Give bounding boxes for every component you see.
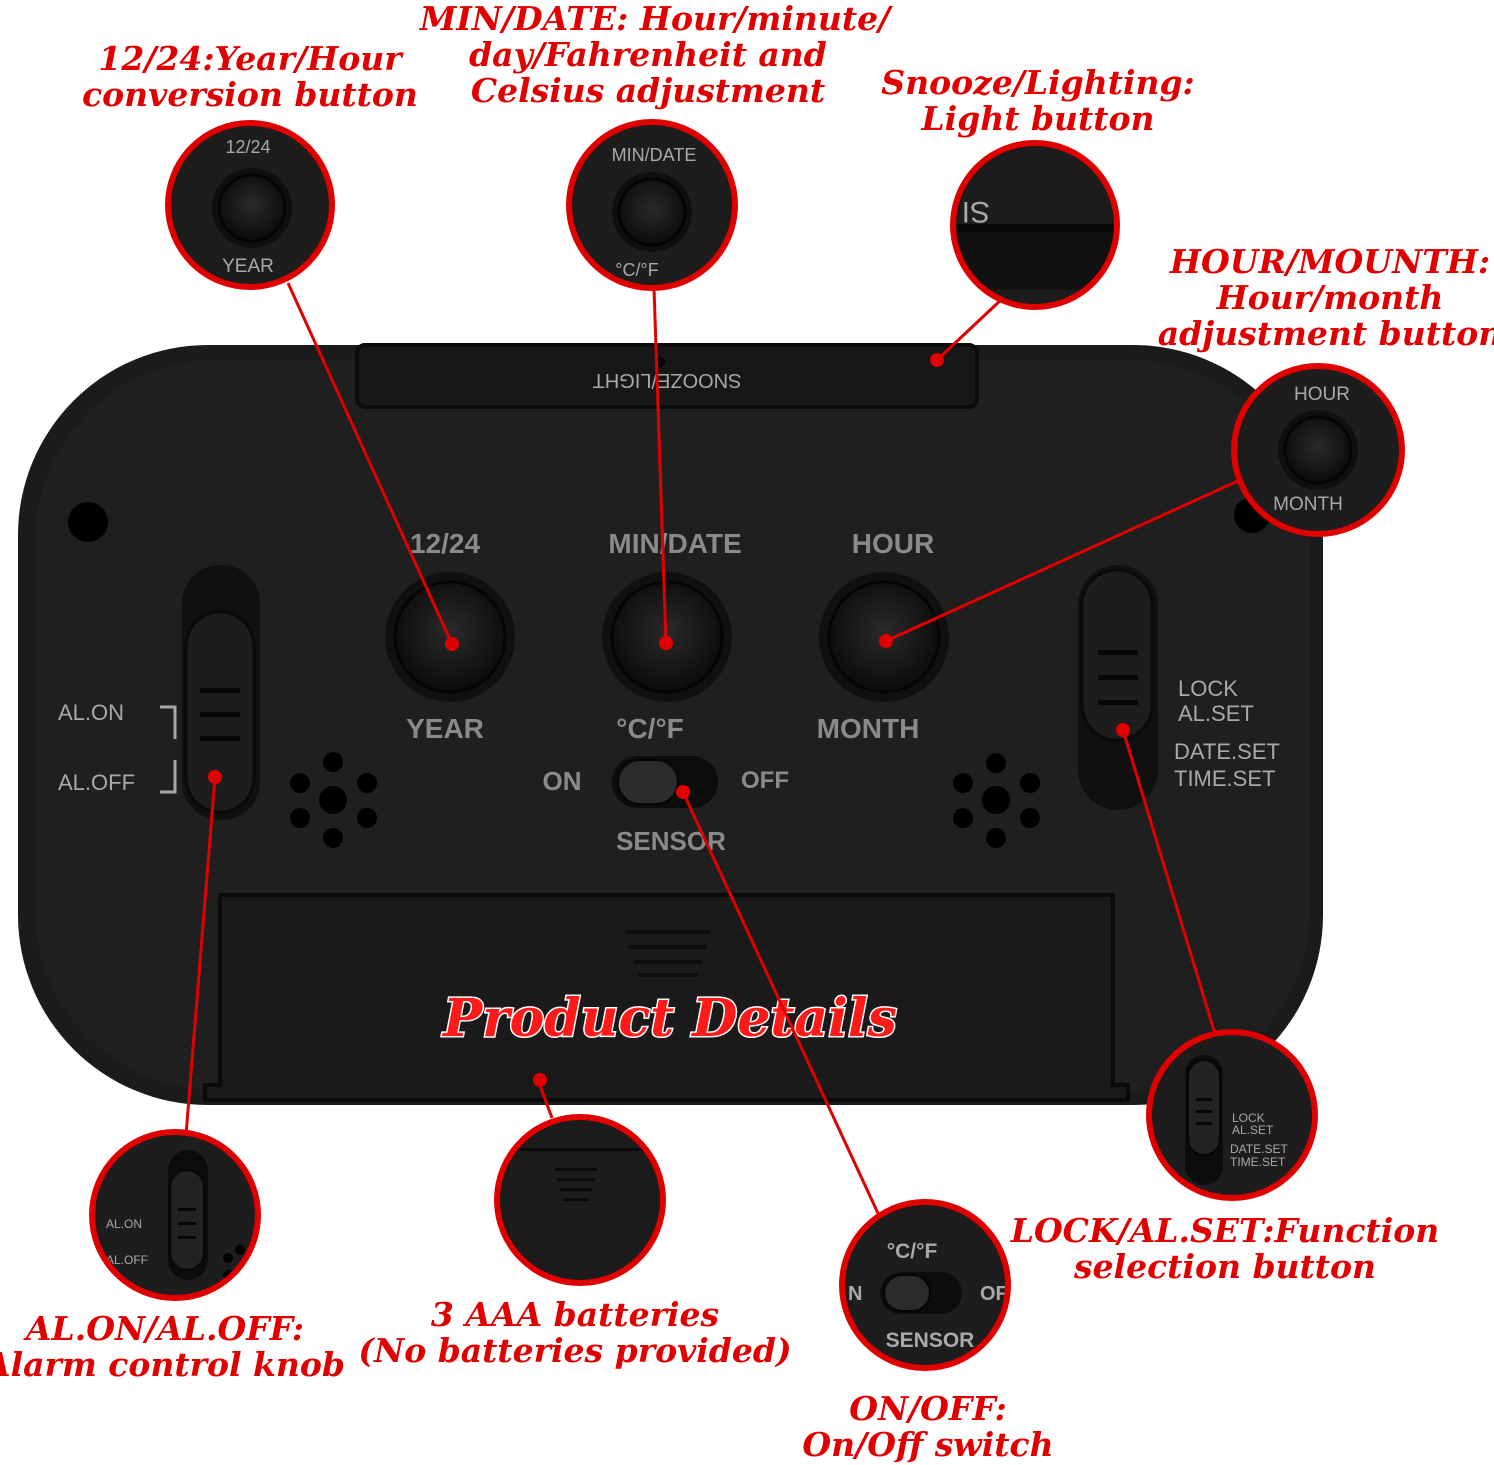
callout-battery: 3 AAA batteries (No batteries provided) xyxy=(358,1295,791,1370)
battery-cover[interactable] xyxy=(203,893,1130,1102)
sensor-switch[interactable] xyxy=(612,756,718,808)
clock-body: SNOOZE/LIGHT AL.ON AL.OFF 12/24 xyxy=(18,343,1323,1105)
zoom-snooze-text: SI xyxy=(962,195,990,228)
sensor-label: SENSOR xyxy=(616,826,726,856)
callout-min-date-line3: Celsius adjustment xyxy=(471,71,825,110)
callout-onoff-line2: On/Off switch xyxy=(802,1425,1053,1464)
zoom-min-date: MIN/DATE °C/°F xyxy=(566,119,738,291)
wall-mount-hole-left xyxy=(68,502,108,542)
callout-hour: HOUR/MOUNTH: Hour/month adjustment butto… xyxy=(1158,242,1494,353)
callout-12-24-line2: conversion button xyxy=(82,75,418,114)
callout-battery-line2: (No batteries provided) xyxy=(358,1331,791,1370)
callout-onoff-line1: ON/OFF: xyxy=(849,1389,1007,1428)
product-details-title: Product Details xyxy=(441,988,897,1049)
callout-snooze: Snooze/Lighting: Light button xyxy=(881,63,1194,138)
btn-12-24-bottom-label: YEAR xyxy=(406,713,484,744)
callout-battery-line1: 3 AAA batteries xyxy=(431,1295,719,1334)
al-on-label: AL.ON xyxy=(58,700,124,725)
zoom-sensor: °C/°F N OF SENSOR xyxy=(839,1199,1011,1371)
callout-min-date: MIN/DATE: Hour/minute/ day/Fahrenheit an… xyxy=(419,0,893,110)
callout-12-24: 12/24:Year/Hour conversion button xyxy=(82,39,418,114)
btn-min-date-top-label: MIN/DATE xyxy=(608,528,741,559)
zoom-sensor-label: SENSOR xyxy=(886,1329,975,1352)
zoom-hour-bottom: MONTH xyxy=(1273,494,1343,515)
btn-min-date-bottom-label: °C/°F xyxy=(616,713,684,744)
btn-hour-top-label: HOUR xyxy=(852,528,934,559)
zoom-12-24: 12/24 YEAR xyxy=(165,120,335,290)
zoom-function: LOCK AL.SET DATE.SET TIME.SET xyxy=(1146,1029,1318,1201)
callout-min-date-line2: day/Fahrenheit and xyxy=(469,35,827,74)
zoom-battery xyxy=(494,1114,666,1286)
zoom-alset: AL.SET xyxy=(1232,1123,1274,1137)
snooze-light-bar[interactable]: SNOOZE/LIGHT xyxy=(355,343,979,409)
callout-dots xyxy=(208,353,1130,1087)
sensor-off-label: OFF xyxy=(741,767,789,794)
function-switch[interactable] xyxy=(1078,565,1158,810)
btn-hour-bottom-label: MONTH xyxy=(817,713,920,744)
callout-hour-line2: Hour/month xyxy=(1216,278,1444,317)
zoom-min-date-top: MIN/DATE xyxy=(612,145,697,165)
zoom-al-on: AL.ON xyxy=(106,1217,142,1231)
callout-lock-line1: LOCK/AL.SET:Function xyxy=(1010,1211,1440,1250)
zoom-dateset: DATE.SET xyxy=(1230,1142,1288,1156)
callout-alarm: AL.ON/AL.OFF: Alarm control knob xyxy=(0,1309,345,1384)
callout-min-date-line1: MIN/DATE: Hour/minute/ xyxy=(419,0,893,38)
callout-lines xyxy=(184,282,1241,1223)
callout-12-24-line1: 12/24:Year/Hour xyxy=(98,39,404,78)
callout-hour-line1: HOUR/MOUNTH: xyxy=(1169,242,1490,281)
zoom-12-24-bottom: YEAR xyxy=(222,256,274,277)
zoom-snooze: SI xyxy=(950,140,1120,310)
callout-alarm-line2: Alarm control knob xyxy=(0,1345,345,1384)
alset-label: AL.SET xyxy=(1178,701,1254,726)
speaker-grill-left xyxy=(290,752,377,848)
callout-snooze-line2: Light button xyxy=(920,99,1154,138)
zoom-al-off: AL.OFF xyxy=(106,1253,148,1267)
callout-snooze-line1: Snooze/Lighting: xyxy=(881,63,1194,102)
zoom-hour: HOUR MONTH xyxy=(1231,363,1405,537)
callout-alarm-line1: AL.ON/AL.OFF: xyxy=(23,1309,304,1348)
alarm-switch[interactable] xyxy=(182,565,260,820)
zoom-min-date-bottom: °C/°F xyxy=(615,260,658,280)
zoom-sensor-cf: °C/°F xyxy=(887,1240,938,1263)
callout-lock-line2: selection button xyxy=(1073,1247,1376,1286)
zoom-sensor-off: OF xyxy=(980,1283,1008,1305)
zoom-sensor-on: N xyxy=(848,1283,862,1305)
al-off-label: AL.OFF xyxy=(58,770,135,795)
sensor-on-label: ON xyxy=(543,766,582,796)
zoom-alarm: AL.ON AL.OFF xyxy=(89,1129,261,1301)
callout-lock: LOCK/AL.SET:Function selection button xyxy=(1010,1211,1440,1286)
zoom-hour-top: HOUR xyxy=(1294,384,1350,405)
btn-12-24-top-label: 12/24 xyxy=(410,528,480,559)
zoom-lock: LOCK xyxy=(1232,1111,1265,1125)
snooze-bar-label: SNOOZE/LIGHT xyxy=(593,369,742,391)
lock-label: LOCK xyxy=(1178,676,1238,701)
callout-onoff: ON/OFF: On/Off switch xyxy=(802,1389,1053,1464)
zoom-12-24-top: 12/24 xyxy=(225,137,270,157)
callout-hour-line3: adjustment button xyxy=(1158,314,1494,353)
zoom-timeset: TIME.SET xyxy=(1230,1155,1286,1169)
dateset-label: DATE.SET xyxy=(1174,739,1280,764)
timeset-label: TIME.SET xyxy=(1174,766,1275,791)
speaker-grill-right xyxy=(953,753,1040,848)
